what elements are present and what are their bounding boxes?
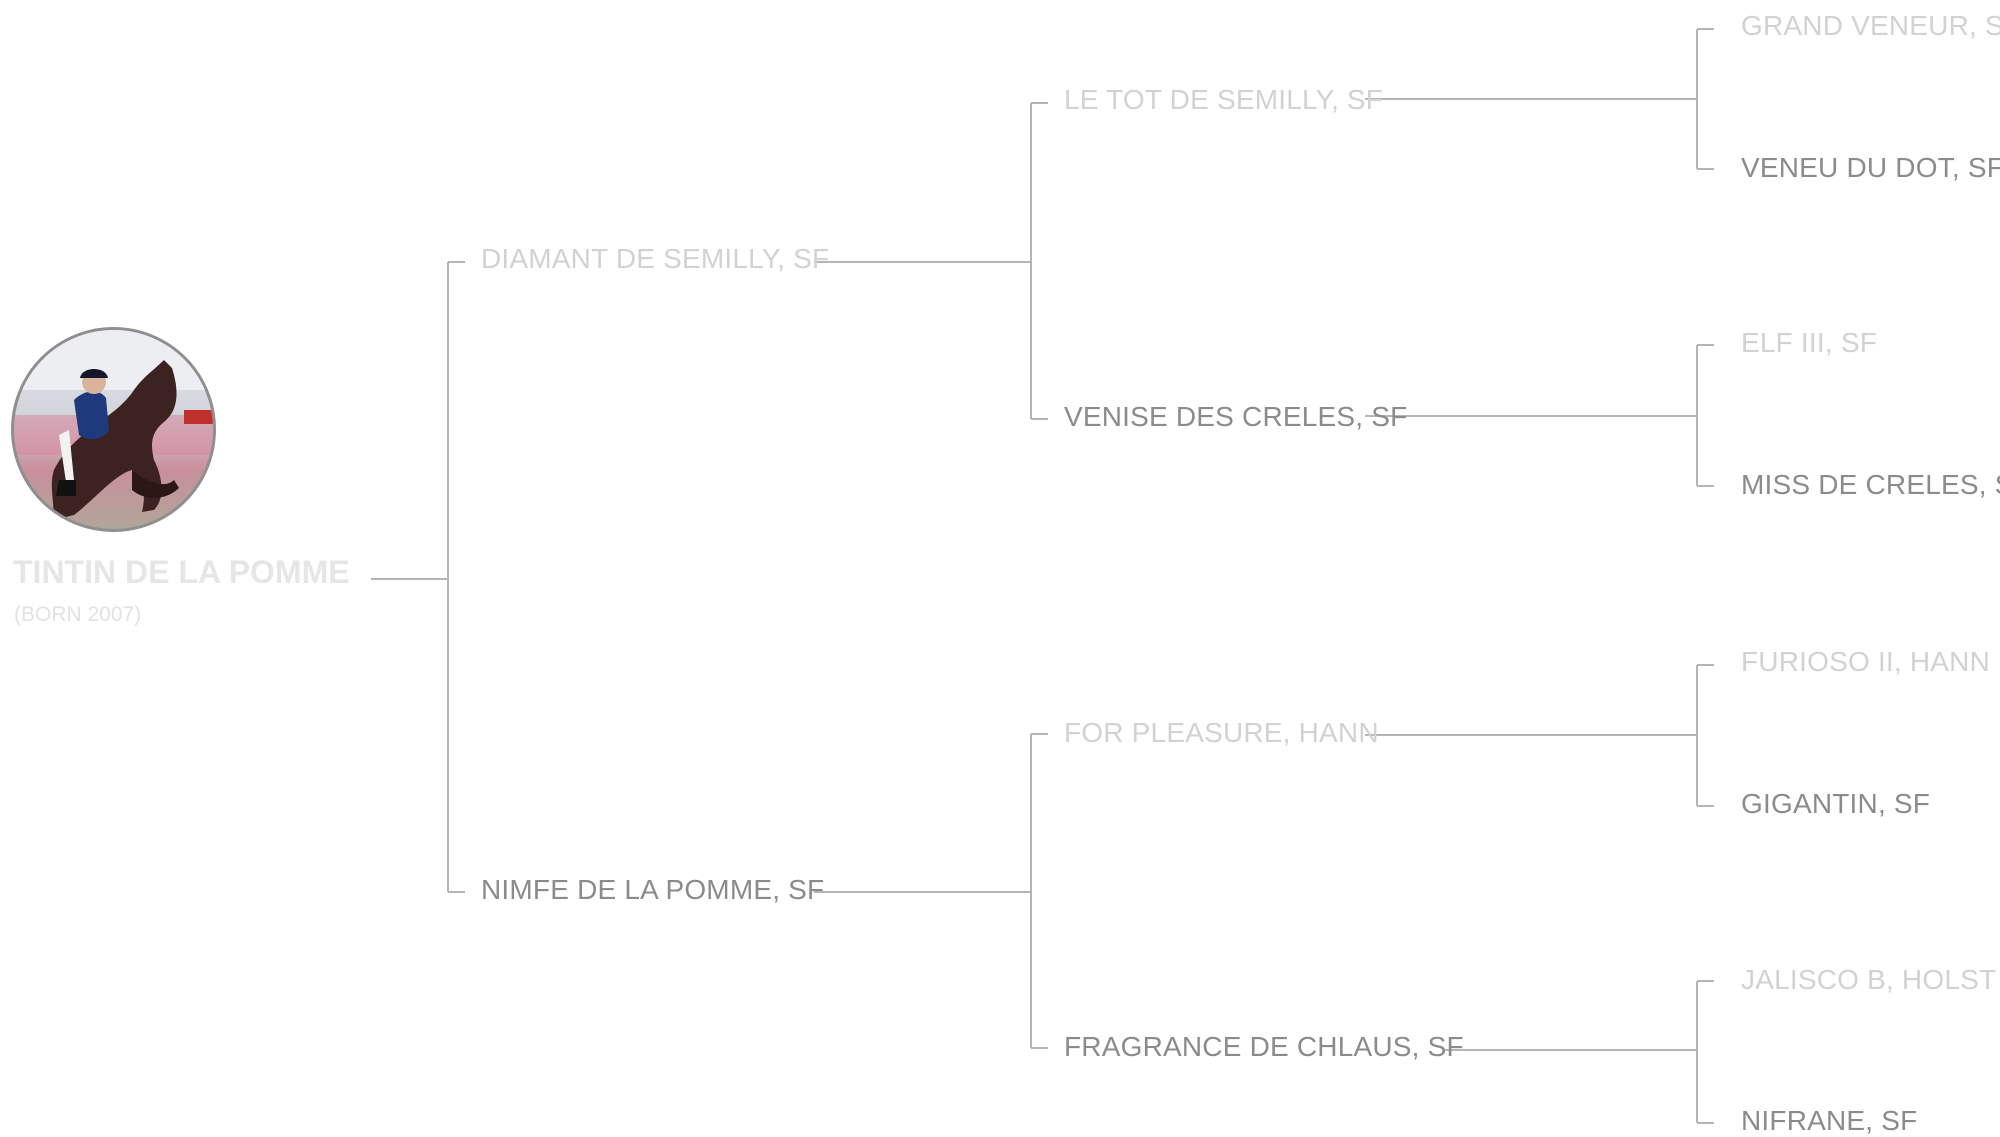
horse-name: TINTIN DE LA POMME: [13, 554, 350, 590]
great-grandparent-1: GRAND VENEUR, SF: [1741, 10, 2000, 41]
horse-rider-photo: [11, 327, 216, 532]
great-grandparent-4: MISS DE CRELES, SF: [1741, 469, 2000, 500]
great-grandparent-3: ELF III, SF: [1741, 327, 1878, 358]
sire-sire-name: LE TOT DE SEMILLY, SF: [1064, 84, 1384, 115]
sire-dam-name: VENISE DES CRELES, SF: [1064, 401, 1408, 432]
rider-jumping-horse-icon: [14, 330, 213, 520]
great-grandparent-5: FURIOSO II, HANN: [1741, 646, 1990, 677]
dam-name: NIMFE DE LA POMME, SF: [481, 874, 825, 905]
great-grandparent-8: NIFRANE, SF: [1741, 1105, 1918, 1136]
dam-sire-name: FOR PLEASURE, HANN: [1064, 717, 1379, 748]
horse-birth-year: (BORN 2007): [14, 603, 142, 626]
dam-dam-name: FRAGRANCE DE CHLAUS, SF: [1064, 1031, 1464, 1062]
great-grandparent-6: GIGANTIN, SF: [1741, 788, 1931, 819]
sire-name: DIAMANT DE SEMILLY, SF: [481, 243, 830, 274]
great-grandparent-7: JALISCO B, HOLST: [1741, 964, 1997, 995]
great-grandparent-2: VENEU DU DOT, SF: [1741, 152, 2000, 183]
